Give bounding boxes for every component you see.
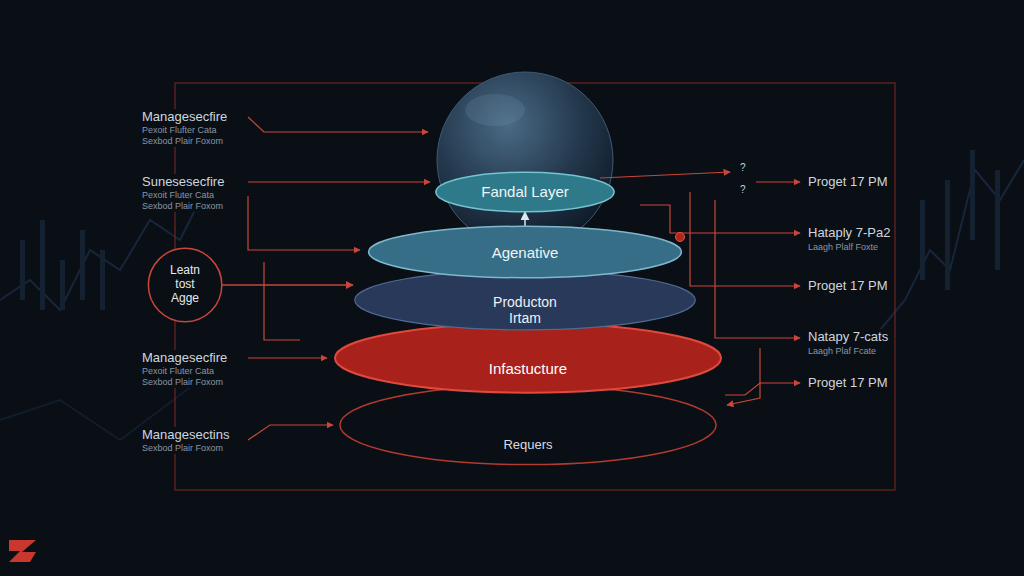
sub-label: Sexbod Plair Foxom: [140, 443, 240, 454]
leader-line: [248, 181, 430, 182]
layer-disc: Infastucture: [333, 323, 723, 393]
node-shape: [335, 323, 721, 392]
connector-arrow: [524, 212, 526, 226]
leader-line: [640, 205, 800, 233]
circle-node: Leatn tost Agge: [148, 248, 222, 322]
chart-candle: [20, 240, 25, 300]
node-shape: [340, 385, 716, 464]
leader-line: [725, 383, 800, 395]
sub-label: Pexoit Fluter Cata Sexbod Plair Foxom: [140, 366, 240, 388]
annotation-label: Proget 17 PM: [806, 174, 890, 190]
chart-line: [880, 160, 1024, 330]
leader-line: [727, 348, 760, 405]
node-shape: [369, 226, 682, 277]
chart-candle: [920, 200, 925, 280]
marker-dot: [676, 233, 685, 242]
chart-candle: [945, 180, 950, 290]
sub-label: ?: [738, 162, 748, 174]
leader-line: [715, 200, 800, 338]
sphere: [437, 72, 613, 248]
sub-label: Pexoit Fluter Cata Sexbod Plair Foxom: [140, 190, 240, 212]
layer-disc: Fandal Layer: [435, 172, 615, 212]
node-label: Agenative: [492, 244, 559, 261]
annotation-label: Managesecfire: [140, 109, 229, 125]
chart-candle: [60, 260, 65, 310]
logo: [9, 540, 36, 562]
node-shape: [355, 270, 696, 330]
sub-label: Pexoit Flufter Cata Sexbod Plair Foxom: [140, 125, 240, 147]
layer-outline: Requers: [338, 385, 718, 465]
annotation-label: Sunesesecfire: [140, 174, 226, 190]
sphere-highlight: [465, 94, 525, 126]
leader-line: [264, 262, 300, 340]
leader-line: [600, 172, 730, 178]
node-outline: [333, 323, 723, 393]
chart-candle: [970, 150, 975, 240]
node-label: Requers: [503, 438, 552, 453]
connector-arrow: [222, 284, 353, 285]
sub-label: ?: [738, 184, 748, 196]
sub-label: Laagh Plaf Fcate: [806, 346, 878, 357]
annotation-label: Natapy 7-cats: [806, 329, 890, 345]
annotation-label: Proget 17 PM: [806, 375, 890, 391]
annotation-label: Managesectins: [140, 427, 231, 443]
leader-line: [248, 425, 333, 440]
leader-line: [690, 192, 800, 286]
layer-disc: Producton Irtam: [353, 270, 697, 330]
leader-line: [248, 117, 428, 132]
node-outline: [338, 385, 718, 465]
annotation-label: Proget 17 PM: [806, 278, 890, 294]
leader-line: [248, 196, 360, 250]
chart-candle: [80, 230, 85, 300]
leader-line: [756, 181, 800, 182]
node-label: Fandal Layer: [481, 183, 569, 200]
node-shape: [148, 248, 221, 321]
annotation-label: Hataply 7-Pa2: [806, 225, 892, 241]
sub-label: Laagh Plalf Foxte: [806, 242, 880, 253]
node-label: Leatn tost Agge: [162, 264, 208, 305]
node-shape: [436, 172, 614, 212]
chart-candle: [40, 220, 45, 310]
layer-disc: Agenative: [367, 226, 683, 278]
chart-candle: [995, 170, 1000, 270]
node-label: Producton Irtam: [485, 294, 565, 326]
leader-line: [248, 357, 327, 358]
annotation-label: Managesecfire: [140, 350, 229, 366]
node-label: Infastucture: [489, 360, 567, 377]
chart-candle: [100, 250, 105, 310]
